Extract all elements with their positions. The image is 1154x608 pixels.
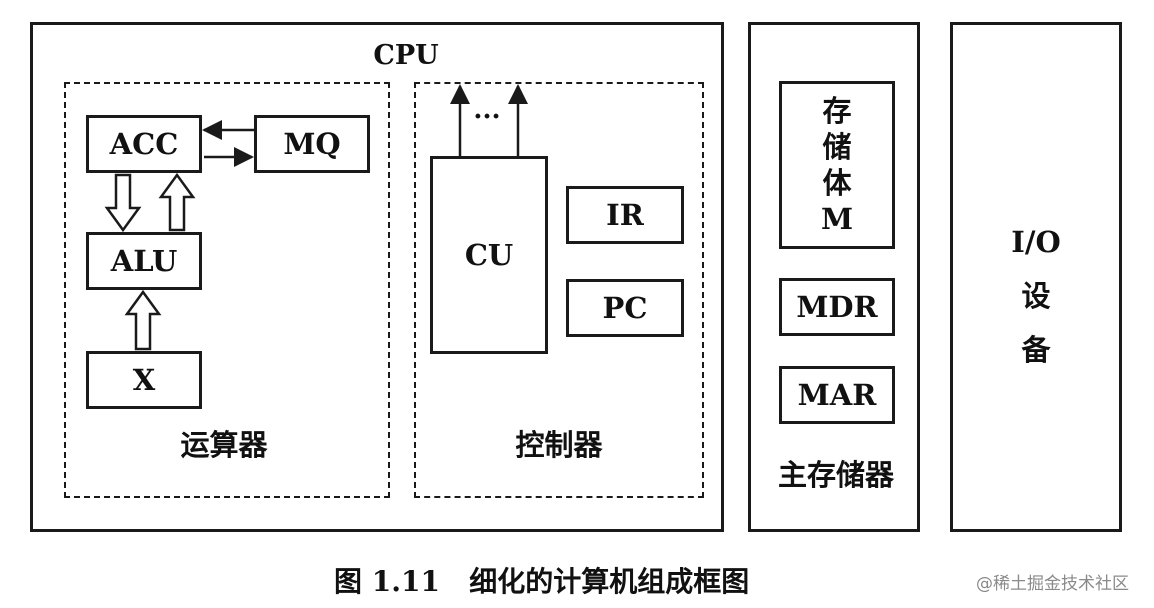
storage-char-1: 存: [822, 94, 852, 128]
io-char-1: 设: [1021, 279, 1051, 313]
control-section-label: 控制器: [515, 428, 603, 462]
mq-register: MQ: [254, 115, 370, 173]
ellipsis-text: ···: [473, 102, 501, 132]
alu-section-label: 运算器: [180, 428, 268, 462]
storage-body: 存 储 体 M: [779, 81, 895, 249]
watermark-text: @稀土掘金技术社区: [976, 574, 1129, 594]
x-to-alu-arrow: [124, 289, 162, 351]
mdr-register: MDR: [779, 278, 895, 336]
main-memory-label: 主存储器: [777, 458, 894, 492]
pc-register: PC: [566, 279, 684, 337]
io-device-frame: I/O 设 备: [950, 22, 1122, 532]
ir-register: IR: [566, 186, 684, 244]
acc-register: ACC: [86, 115, 202, 173]
storage-char-3: 体: [822, 166, 852, 200]
x-register: X: [86, 351, 202, 409]
storage-char-2: 储: [822, 130, 852, 164]
alu-to-acc-arrow: [158, 172, 196, 232]
mar-register: MAR: [779, 366, 895, 424]
io-char-2: 备: [1021, 333, 1051, 367]
figure-caption: 图 1.11 细化的计算机组成框图: [334, 565, 750, 598]
cu-unit: CU: [430, 156, 548, 354]
cpu-title: CPU: [373, 40, 439, 71]
alu-section-frame: [64, 82, 390, 498]
storage-char-4: M: [820, 202, 854, 236]
acc-to-alu-arrow: [104, 173, 142, 233]
control-section-frame: [414, 82, 704, 498]
alu-unit: ALU: [86, 232, 202, 290]
io-label: I/O: [1011, 225, 1061, 259]
